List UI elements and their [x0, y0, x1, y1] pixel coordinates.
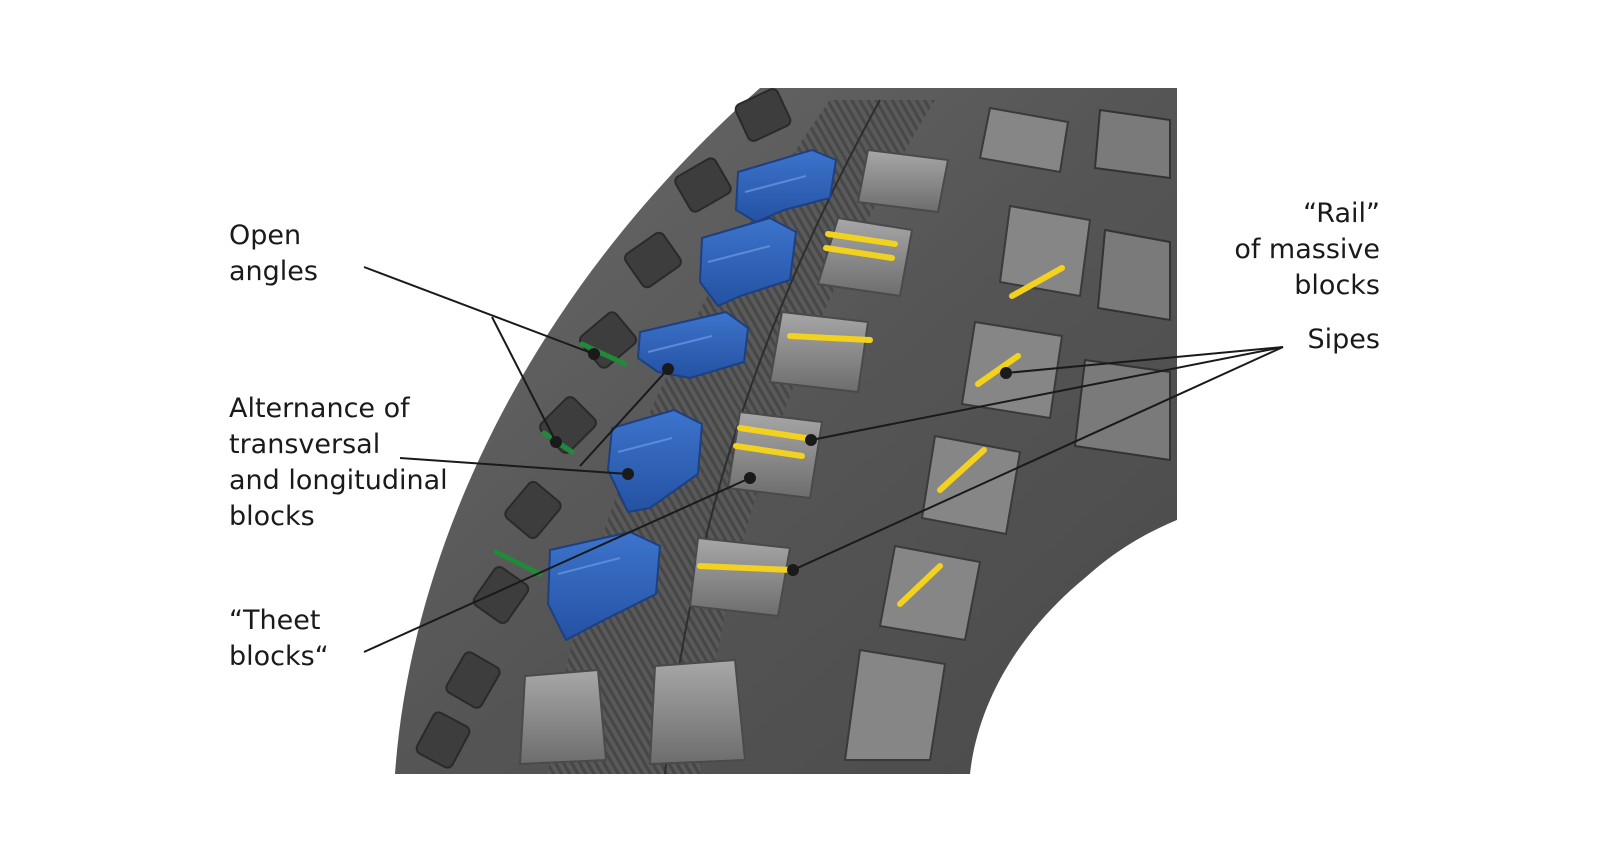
leader-lines — [363, 266, 1284, 653]
alternating-blocks-highlight — [546, 148, 838, 642]
alternance-label-line4: blocks — [229, 501, 315, 532]
theet-blocks-label: “Theet blocks“ — [229, 603, 329, 675]
rail-label-line2: of massive — [1234, 234, 1380, 265]
theet-blocks-label-line1: “Theet — [229, 605, 321, 636]
theet-blocks-label-line2: blocks“ — [229, 641, 329, 672]
sipes-label-line1: Sipes — [1307, 324, 1380, 355]
open-angles-label-line1: Open — [229, 220, 302, 251]
alternance-label-line1: Alternance of — [229, 393, 410, 424]
alternance-label-line2: transversal — [229, 429, 381, 460]
sipes-label: Sipes — [1308, 322, 1380, 358]
rail-label-line3: blocks — [1294, 270, 1380, 301]
rail-label-line1: “Rail” — [1303, 198, 1380, 229]
rail-label: “Rail” of massive blocks — [1234, 196, 1380, 304]
alternance-label: Alternance of transversal and longitudin… — [229, 391, 448, 535]
sipes-highlight — [697, 231, 1065, 607]
alternance-label-line3: and longitudinal — [229, 465, 448, 496]
open-angles-label-line2: angles — [229, 256, 318, 287]
open-angles-label: Open angles — [229, 218, 318, 290]
